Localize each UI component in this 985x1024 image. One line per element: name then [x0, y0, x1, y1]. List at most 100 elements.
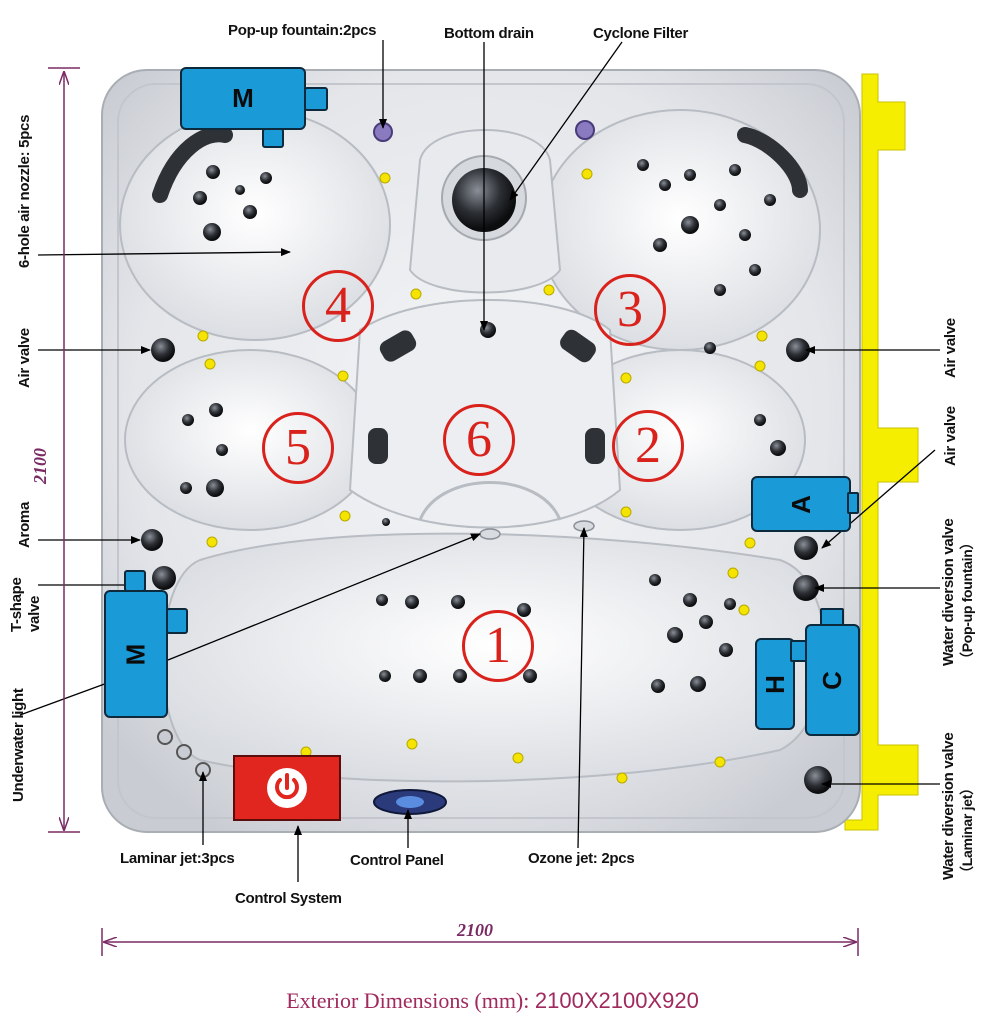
- motor-left-outlet: [124, 570, 146, 592]
- light-dot-20: [714, 756, 726, 768]
- jet-39: [690, 676, 706, 692]
- light-dot-18: [512, 752, 524, 764]
- jet-31: [453, 669, 467, 683]
- headrests: [152, 126, 808, 203]
- jet-32: [523, 669, 537, 683]
- light-dot-13: [744, 537, 756, 549]
- jet-21: [216, 444, 228, 456]
- valve-1: [786, 338, 810, 362]
- control-panel-unit: [373, 789, 447, 815]
- jet-43: [382, 518, 390, 526]
- light-dot-2: [410, 288, 422, 300]
- controller-cap: [820, 608, 844, 626]
- jet-1: [193, 191, 207, 205]
- motor-top-box: M: [180, 67, 306, 130]
- jet-35: [699, 615, 713, 629]
- water-diversion-popup-label: Water diversion valve （Pop-up fountain）: [940, 518, 975, 666]
- air-valve-right-label: Air valve: [942, 318, 959, 378]
- valve-2: [141, 529, 163, 551]
- jet-16: [729, 164, 741, 176]
- valve-3: [794, 536, 818, 560]
- air-valve-right2-label: Air valve: [942, 406, 959, 466]
- jet-18: [209, 403, 223, 417]
- jet-6: [637, 159, 649, 171]
- jet-22: [754, 414, 766, 426]
- light-dot-0: [379, 172, 391, 184]
- zone-4-digit: 4: [325, 277, 351, 334]
- laminar-jet-1: [176, 744, 192, 760]
- exterior-dimensions-label: Exterior Dimensions (mm):: [286, 988, 535, 1013]
- jet-30: [413, 669, 427, 683]
- light-dot-17: [406, 738, 418, 750]
- motor-top-label: M: [232, 83, 254, 113]
- dimension-lines: [48, 67, 859, 956]
- height-dimension: 2100: [30, 448, 50, 484]
- light-dot-12: [206, 536, 218, 548]
- cabinet-frame: [844, 73, 919, 831]
- bottom-drain-label: Bottom drain: [444, 25, 534, 42]
- jet-25: [376, 594, 388, 606]
- jet-15: [764, 194, 776, 206]
- jet-20: [206, 479, 224, 497]
- jet-13: [749, 264, 761, 276]
- ozone-jet-label: Ozone jet: 2pcs: [528, 850, 635, 867]
- light-dot-19: [616, 772, 628, 784]
- cyclone-filter-label: Cyclone Filter: [593, 25, 688, 42]
- light-dot-7: [620, 372, 632, 384]
- aroma-unit-nozzle: [847, 492, 859, 514]
- laminar-jet-label: Laminar jet:3pcs: [120, 850, 235, 867]
- air-valve-left-label: Air valve: [16, 328, 33, 388]
- jet-3: [243, 205, 257, 219]
- light-dot-15: [738, 604, 750, 616]
- light-dot-4: [197, 330, 209, 342]
- power-icon: [267, 768, 307, 808]
- jet-17: [182, 414, 194, 426]
- jet-0: [206, 165, 220, 179]
- controller-label: C: [817, 670, 847, 690]
- tshape-valve-label: T-shape valve: [8, 577, 43, 632]
- popup-fountain-label: Pop-up fountain:2pcs: [228, 22, 377, 39]
- jet-42: [480, 322, 496, 338]
- jet-8: [684, 169, 696, 181]
- zone-6-digit: 6: [466, 411, 492, 468]
- jet-10: [653, 238, 667, 252]
- jet-12: [739, 229, 751, 241]
- light-dot-11: [620, 506, 632, 518]
- jet-19: [180, 482, 192, 494]
- zone-5-digit: 5: [285, 419, 311, 476]
- jet-28: [517, 603, 531, 617]
- jet-26: [405, 595, 419, 609]
- exterior-dimensions-value: 2100X2100X920: [534, 988, 699, 1013]
- width-dimension: 2100: [457, 920, 493, 940]
- valve-5: [804, 766, 832, 794]
- jet-34: [683, 593, 697, 607]
- valve-0: [151, 338, 175, 362]
- light-dot-6: [337, 370, 349, 382]
- control-system-unit: [233, 755, 341, 821]
- jet-14: [714, 284, 726, 296]
- air-nozzle-label: 6-hole air nozzle: 5pcs: [16, 114, 33, 268]
- underwater-light-label: Underwater light: [10, 688, 27, 802]
- water-diversion-laminar-label: Water diversion valve （Laminar jet）: [940, 732, 975, 880]
- light-dot-10: [339, 510, 351, 522]
- controller-box: C: [805, 624, 860, 736]
- valve-6: [152, 566, 176, 590]
- zone-2-digit: 2: [635, 417, 661, 474]
- jet-33: [649, 574, 661, 586]
- light-dot-8: [756, 330, 768, 342]
- aroma-label: Aroma: [16, 501, 33, 548]
- pillows: [368, 329, 605, 464]
- light-dot-14: [727, 567, 739, 579]
- valve-4: [793, 575, 819, 601]
- light-dot-9: [754, 360, 766, 372]
- ozone-jet-0: [479, 528, 501, 540]
- jet-9: [681, 216, 699, 234]
- exterior-dimensions: Exterior Dimensions (mm): 2100X2100X920: [0, 988, 985, 1014]
- jet-36: [667, 627, 683, 643]
- aroma-unit-label: A: [785, 494, 816, 514]
- jet-27: [451, 595, 465, 609]
- light-dot-3: [543, 284, 555, 296]
- motor-top-outlet: [262, 128, 284, 148]
- light-dot-5: [204, 358, 216, 370]
- jet-38: [651, 679, 665, 693]
